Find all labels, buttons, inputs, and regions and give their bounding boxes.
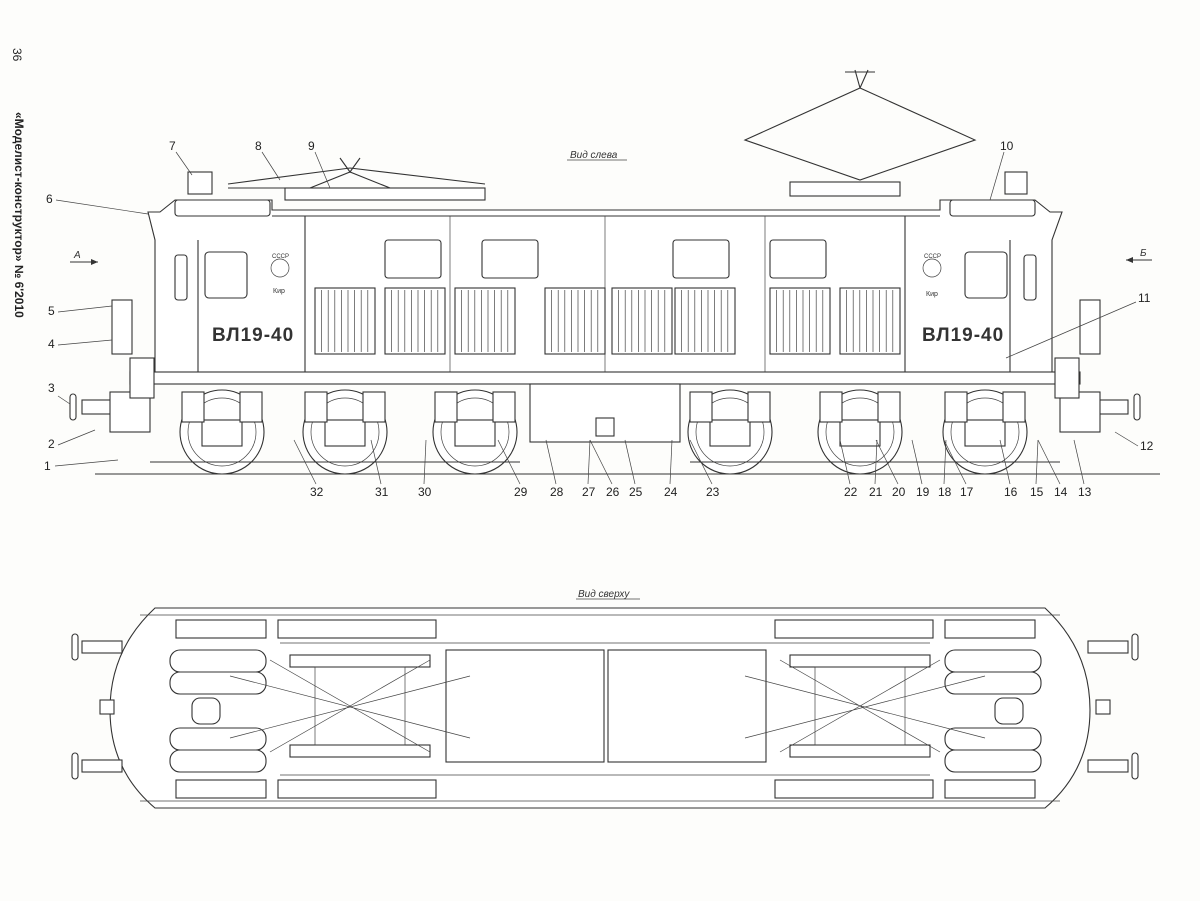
- side-view: Вид слева А Б: [44, 69, 1160, 499]
- pantograph-top-left: [229, 654, 471, 758]
- headlight-left: [187, 171, 213, 195]
- handrail-left: [111, 299, 133, 355]
- handrail-right: [1079, 299, 1101, 355]
- callout-22: 22: [844, 485, 858, 499]
- main-frame: [129, 371, 1081, 385]
- callout-17: 17: [960, 485, 974, 499]
- buffers-top-right: [1087, 633, 1139, 780]
- callout-27: 27: [582, 485, 596, 499]
- roof-resistor-left: [174, 199, 271, 217]
- callout-14: 14: [1054, 485, 1068, 499]
- svg-text:СССР: СССР: [272, 254, 289, 260]
- callouts-bottom: 32 31 30 29 28 27 26 25 24 23 22 21 20 19 18 17 16 15 14 13: [293, 439, 1092, 499]
- roof-hatch-left: [445, 649, 605, 763]
- pantograph-top-right: [744, 654, 986, 758]
- body-window-1: [384, 239, 442, 279]
- svg-text:11: 11: [1138, 291, 1151, 305]
- callout-23: 23: [706, 485, 720, 499]
- wheel-2: [302, 389, 388, 475]
- svg-text:1: 1: [44, 459, 51, 473]
- callout-31: 31: [375, 485, 389, 499]
- callout-25: 25: [629, 485, 643, 499]
- callout-30: 30: [418, 485, 432, 499]
- svg-text:Кир: Кир: [273, 288, 285, 295]
- top-view: Вид сверху: [71, 589, 1139, 809]
- loco-number-right: ВЛ19-40: [922, 325, 1004, 346]
- svg-text:3: 3: [48, 381, 55, 395]
- callouts-left: 7 8 9 6 5 4 3 2 1: [44, 139, 331, 473]
- wheel-1: [179, 389, 265, 475]
- side-door-right: [1023, 254, 1037, 301]
- cab-window-left: [204, 251, 248, 299]
- roof-reservoirs-left: [169, 649, 267, 773]
- louver-panels: [314, 287, 901, 355]
- callout-28: 28: [550, 485, 564, 499]
- callout-19: 19: [916, 485, 930, 499]
- pantograph-lowered: [227, 157, 486, 193]
- body-window-4: [769, 239, 827, 279]
- svg-text:8: 8: [255, 139, 262, 153]
- callout-15: 15: [1030, 485, 1044, 499]
- callout-32: 32: [310, 485, 324, 499]
- emblem-right: СССР Кир: [922, 254, 942, 298]
- cab-window-right: [964, 251, 1008, 299]
- callout-13: 13: [1078, 485, 1092, 499]
- wheel-4: [687, 389, 773, 475]
- callout-26: 26: [606, 485, 620, 499]
- svg-text:7: 7: [169, 139, 176, 153]
- arrow-a-label: А: [73, 250, 81, 261]
- body-window-2: [481, 239, 539, 279]
- wheel-3: [432, 389, 518, 475]
- svg-text:2: 2: [48, 437, 55, 451]
- headlight-right: [1004, 171, 1028, 195]
- wheel-6: [942, 389, 1028, 475]
- svg-text:9: 9: [308, 139, 315, 153]
- buffer-right: [1059, 391, 1141, 433]
- svg-text:Кир: Кир: [926, 291, 938, 298]
- pantograph-raised: [743, 69, 977, 181]
- callout-24: 24: [664, 485, 678, 499]
- callouts-right: 10 11 12: [989, 139, 1154, 453]
- svg-text:10: 10: [1000, 139, 1014, 153]
- buffers-top-left: [71, 633, 123, 780]
- emblem-left: СССР Кир: [270, 254, 290, 295]
- loco-number-left: ВЛ19-40: [212, 325, 294, 346]
- svg-text:4: 4: [48, 337, 55, 351]
- roof-hatch-right: [607, 649, 767, 763]
- side-door-left: [174, 254, 188, 301]
- svg-text:СССР: СССР: [924, 254, 941, 260]
- callout-18: 18: [938, 485, 952, 499]
- step-left: [129, 357, 155, 399]
- top-view-title: Вид сверху: [578, 589, 630, 600]
- svg-text:5: 5: [48, 304, 55, 318]
- callout-21: 21: [869, 485, 883, 499]
- wheel-5: [817, 389, 903, 475]
- svg-text:12: 12: [1140, 439, 1154, 453]
- roof-reservoirs-right: [944, 649, 1042, 773]
- roof-resistor-right: [949, 199, 1036, 217]
- callout-20: 20: [892, 485, 906, 499]
- running-gear: [150, 389, 1060, 475]
- svg-text:6: 6: [46, 192, 53, 206]
- step-right: [1054, 357, 1080, 399]
- side-view-title: Вид слева: [570, 150, 618, 161]
- arrow-b-label: Б: [1140, 248, 1147, 259]
- callout-29: 29: [514, 485, 528, 499]
- body-window-3: [672, 239, 730, 279]
- callout-16: 16: [1004, 485, 1018, 499]
